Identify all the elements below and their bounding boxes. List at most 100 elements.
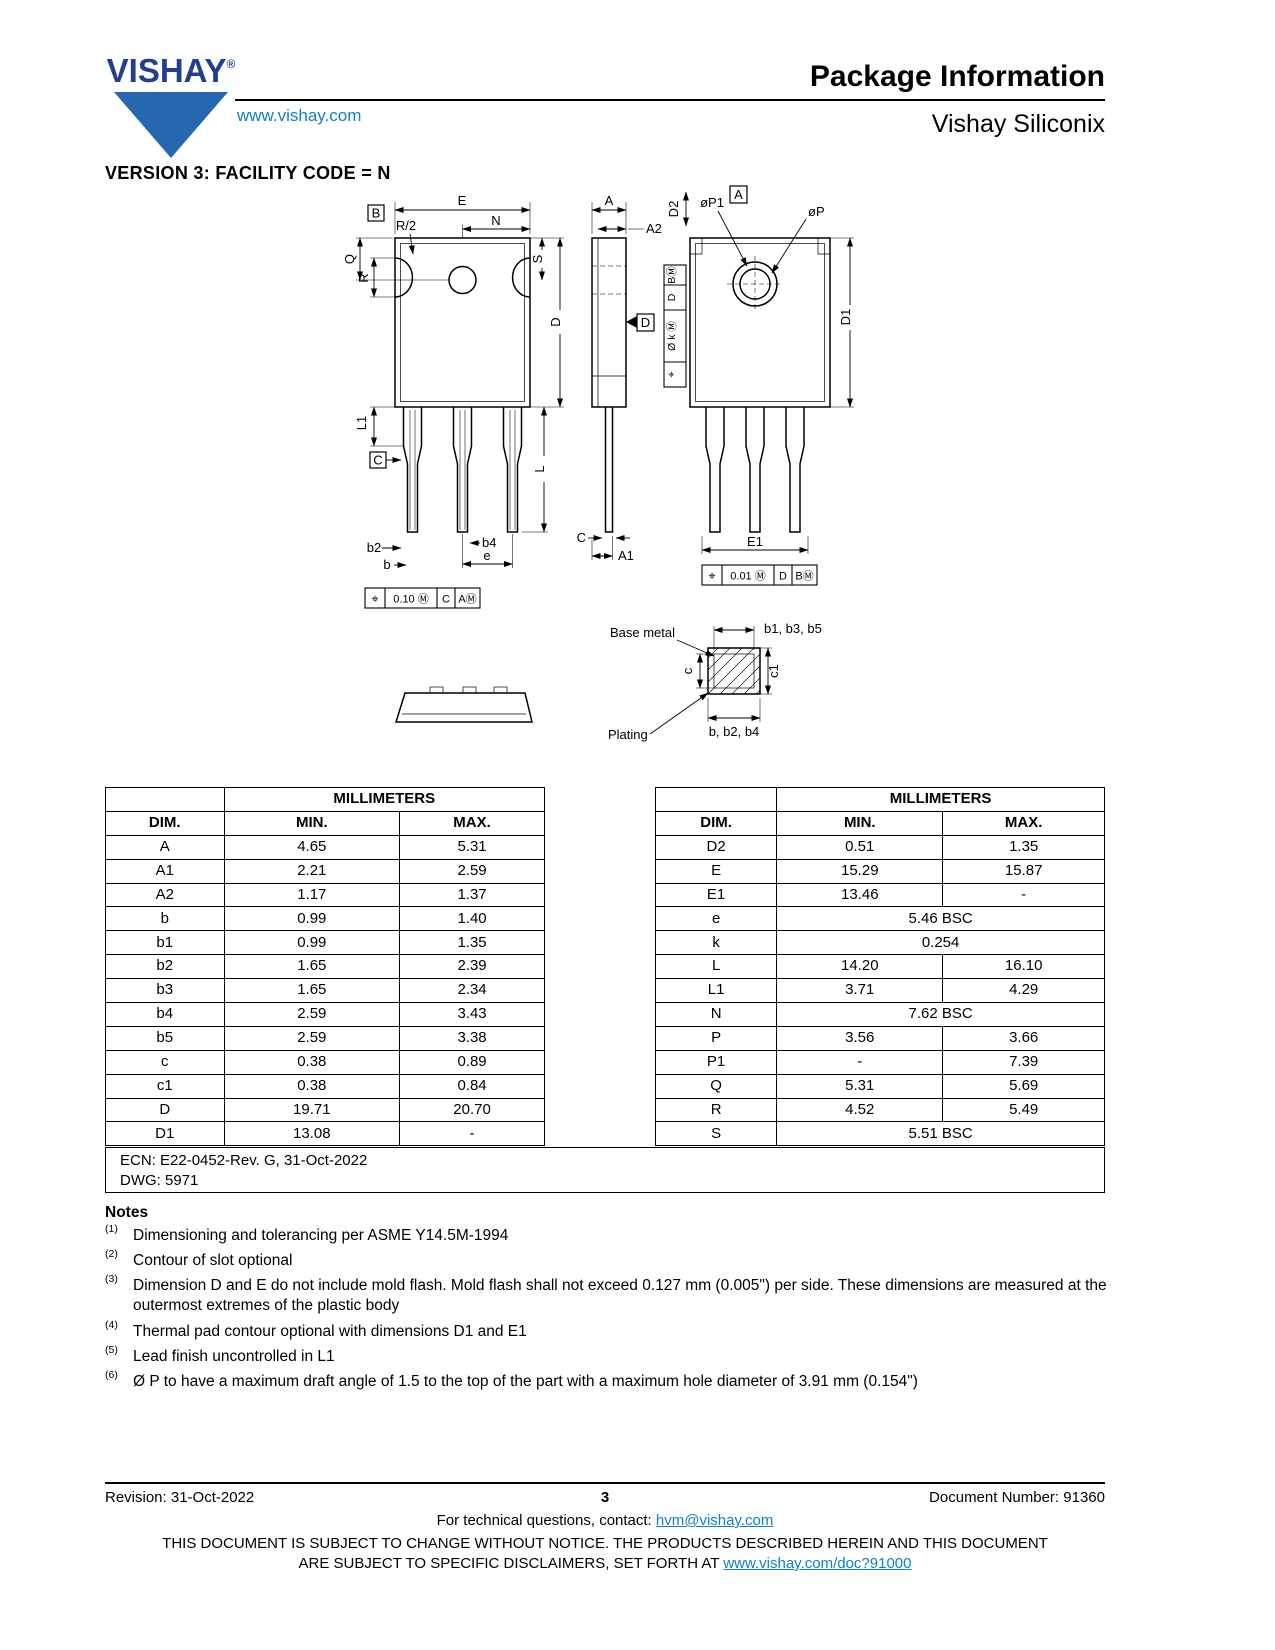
dim-a-label: A (605, 193, 614, 208)
span-value-cell: 5.46 BSC (776, 906, 1105, 932)
span-value-cell: 7.62 BSC (776, 1002, 1105, 1027)
fcf-front-tolerance: 0.10 Ⓜ (393, 593, 428, 606)
package-drawing: B E R/2 N Q R S D L L1 C b2 (330, 180, 890, 772)
dim-d1-label: D1 (838, 309, 853, 326)
footer-disclaimer-line2: ARE SUBJECT TO SPECIFIC DISCLAIMERS, SET… (105, 1555, 1105, 1572)
min-cell: 1.65 (223, 978, 401, 1004)
vishay-logo-triangle-icon (114, 92, 228, 158)
dim-l1-label: L1 (354, 416, 369, 430)
dim-cell: E (654, 858, 778, 884)
min-cell: 15.29 (776, 858, 944, 884)
col-header-dim-left: DIM. (105, 810, 225, 836)
fcf-side-datum1: D (666, 293, 678, 301)
section-title: VERSION 3: FACILITY CODE = N (105, 163, 391, 183)
max-cell: 3.66 (942, 1025, 1105, 1051)
fcf-side-tolerance: Ø k Ⓜ (666, 321, 678, 351)
fcf-back-datum1: D (779, 571, 787, 583)
dim-cell: c (105, 1049, 225, 1075)
dim-cell: P1 (654, 1049, 778, 1075)
dim-cell: A2 (105, 882, 225, 908)
min-cell: 0.38 (223, 1049, 401, 1075)
dim-r-label: R (356, 273, 371, 282)
note-item: (1)Dimensioning and tolerancing per ASME… (105, 1223, 1115, 1246)
footer-row: Revision: 31-Oct-2022 3 Document Number:… (105, 1489, 1105, 1506)
max-cell: 15.87 (942, 858, 1105, 884)
page-title: Package Information (809, 60, 1105, 93)
fcf-back-symbol: ⌖ (708, 568, 716, 583)
dim-l-label: L (532, 465, 547, 472)
contact-email-link[interactable]: hvm@vishay.com (655, 1512, 774, 1529)
brand-subtitle: Vishay Siliconix (931, 110, 1105, 138)
bottom-view (394, 686, 533, 723)
min-cell: 0.99 (223, 930, 401, 956)
note-text: Dimension D and E do not include mold fl… (133, 1277, 1107, 1315)
col-header-dim-right: DIM. (654, 810, 778, 836)
max-cell: 20.70 (399, 1097, 545, 1123)
side-view: A A2 D BⓂ D Ø k Ⓜ ⌖ C A1 (577, 193, 687, 563)
max-cell: 5.31 (399, 834, 545, 860)
note-item: (6)Ø P to have a maximum draft angle of … (105, 1369, 1115, 1392)
max-cell: 1.35 (399, 930, 545, 956)
note-item: (2)Contour of slot optional (105, 1248, 1115, 1271)
dim-d-label: D (548, 317, 563, 326)
col-header-min-right: MIN. (776, 810, 944, 836)
dim-a2-label: A2 (646, 221, 662, 236)
footer-divider (105, 1482, 1105, 1484)
max-cell: 0.89 (399, 1049, 545, 1075)
max-cell: 1.40 (399, 906, 545, 932)
disclaimer-doc-link[interactable]: www.vishay.com/doc?91000 (723, 1555, 912, 1572)
dim-s-label: S (530, 254, 545, 263)
detail-bottom-dims-label: b, b2, b4 (709, 724, 760, 739)
blank-header-cell (105, 787, 225, 812)
col-header-min-left: MIN. (223, 810, 401, 836)
website-link[interactable]: www.vishay.com (237, 106, 362, 125)
max-cell: 16.10 (942, 954, 1105, 980)
dim-cell: N (654, 1002, 778, 1027)
dim-b4-label: b4 (482, 535, 496, 550)
dim-d2-label: D2 (666, 201, 681, 218)
dim-e-pitch-label: e (483, 548, 490, 563)
fcf-back-tolerance: 0.01 Ⓜ (730, 570, 765, 583)
ecn-box: ECN: E22-0452-Rev. G, 31-Oct-2022 DWG: 5… (105, 1147, 1105, 1193)
fcf-front-datum1: C (442, 594, 450, 606)
vishay-logo: VISHAY® (105, 52, 237, 158)
dim-e1-label: E1 (747, 534, 763, 549)
max-cell: 1.37 (399, 882, 545, 908)
min-cell: 2.59 (223, 1002, 401, 1027)
note-item: (5)Lead finish uncontrolled in L1 (105, 1344, 1115, 1367)
dim-b2-label: b2 (367, 540, 381, 555)
footer-disclaimer-line1: THIS DOCUMENT IS SUBJECT TO CHANGE WITHO… (162, 1535, 1048, 1552)
min-cell: 2.59 (223, 1025, 401, 1051)
dim-cell: b3 (105, 978, 225, 1004)
dim-n-label: N (491, 213, 500, 228)
front-view: B E R/2 N Q R S D L L1 C b2 (342, 193, 564, 609)
min-cell: 5.31 (776, 1073, 944, 1099)
min-cell: 0.38 (223, 1073, 401, 1099)
registered-mark: ® (226, 57, 236, 71)
units-header-right: MILLIMETERS (776, 787, 1105, 812)
min-cell: - (776, 1049, 944, 1075)
note-number: (2) (105, 1248, 118, 1261)
max-cell: - (399, 1121, 545, 1147)
fcf-side-datum2: BⓂ (666, 266, 678, 284)
dim-cell: L1 (654, 978, 778, 1004)
footer-page-number: 3 (600, 1489, 610, 1506)
dim-row: P1-7.39 (654, 1049, 1105, 1075)
max-cell: 2.39 (399, 954, 545, 980)
max-cell: 5.49 (942, 1097, 1105, 1123)
min-cell: 13.08 (223, 1121, 401, 1147)
note-text: Ø P to have a maximum draft angle of 1.5… (133, 1372, 918, 1390)
disclaimer-prefix: ARE SUBJECT TO SPECIFIC DISCLAIMERS, SET… (298, 1555, 724, 1572)
dim-cell: b1 (105, 930, 225, 956)
dim-cell: A (105, 834, 225, 860)
